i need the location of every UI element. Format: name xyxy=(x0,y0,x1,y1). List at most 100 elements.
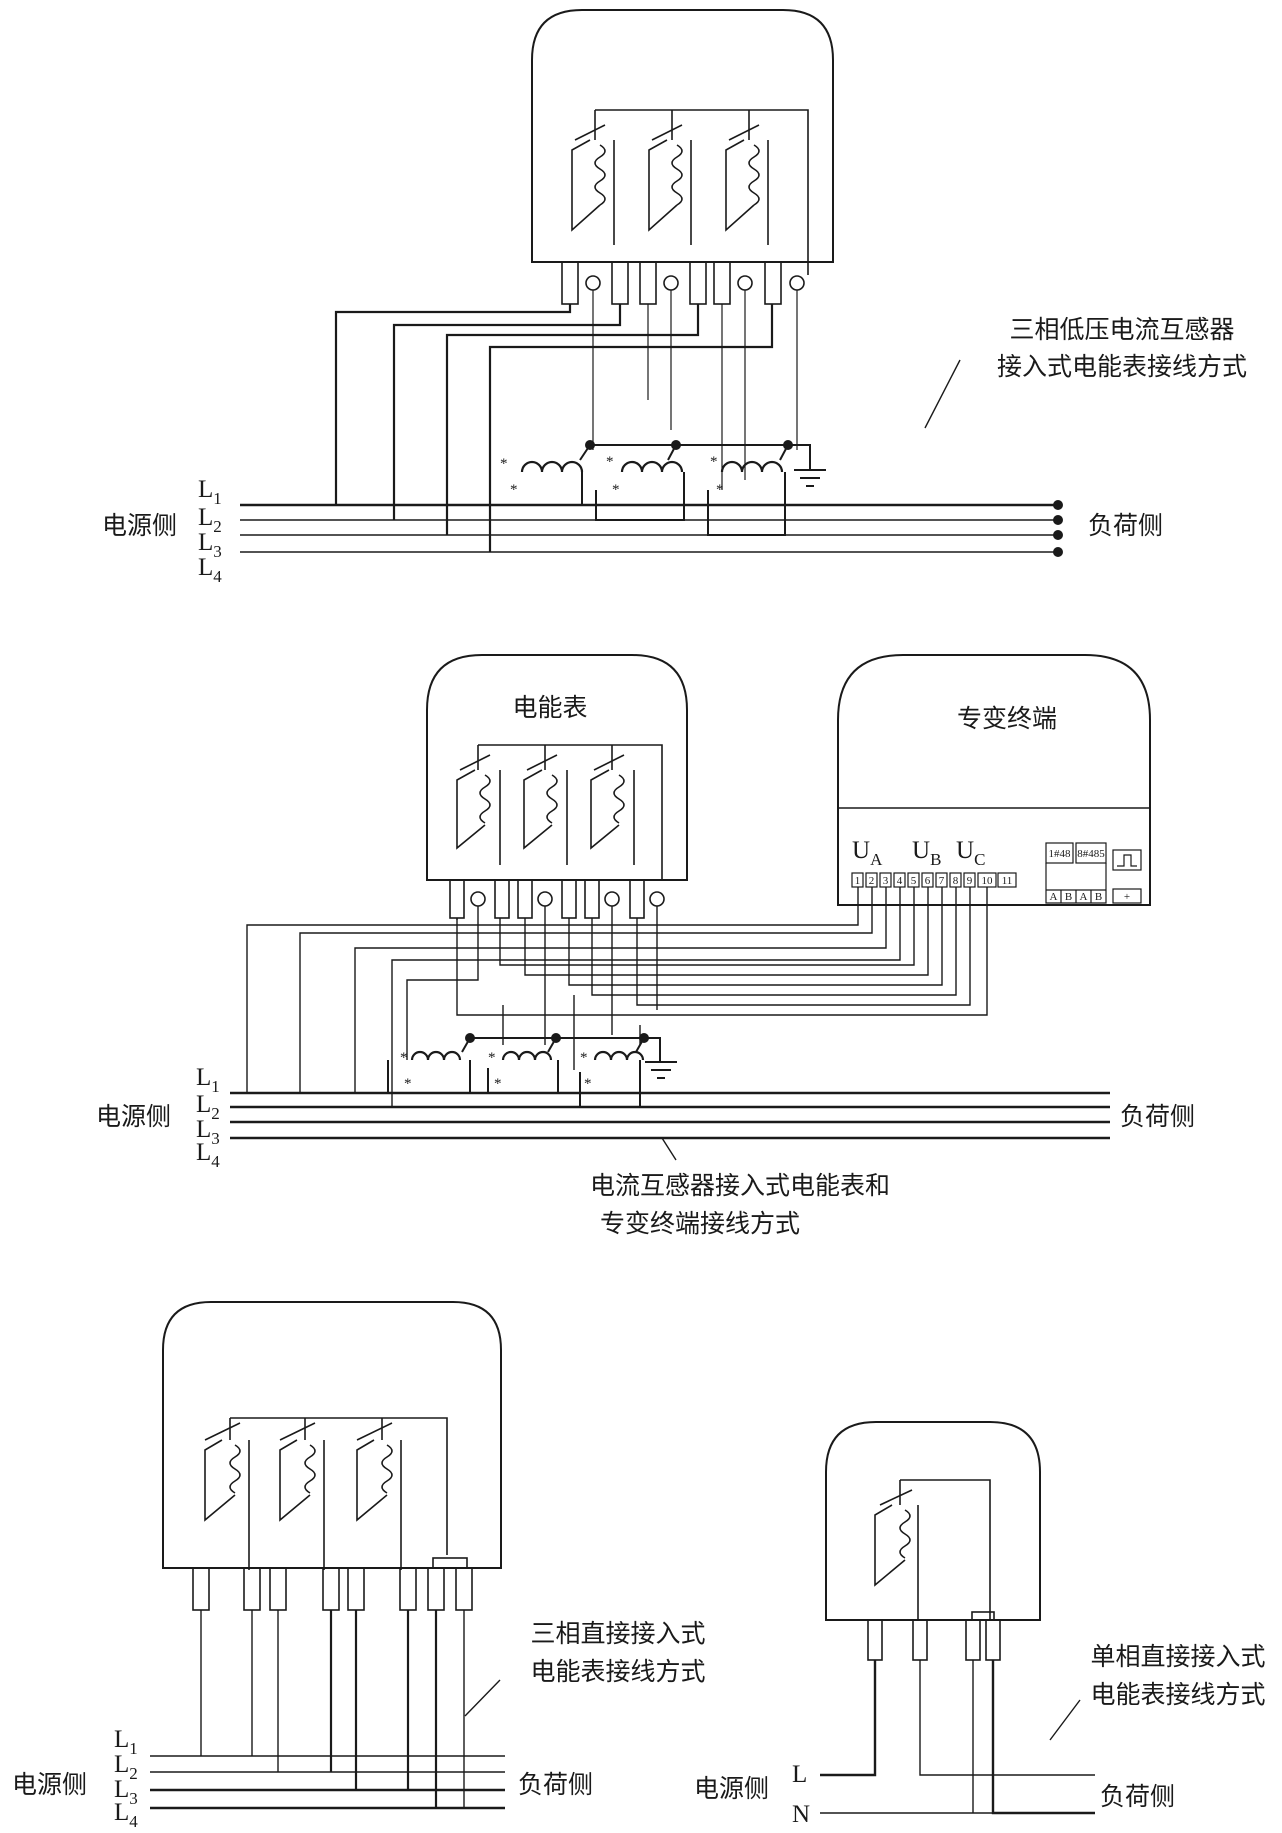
diagram-ct-meter: * * * * * * xyxy=(240,9,1063,557)
current-transformers: * * * * * * xyxy=(387,1050,645,1108)
terminal-number: 9 xyxy=(967,875,973,887)
meter-elements xyxy=(204,1417,448,1570)
line-label-l3: L3 xyxy=(198,529,222,561)
current-transformers: * * * * * * xyxy=(489,454,786,536)
port-label-rs485-2: 8#485 xyxy=(1077,848,1105,860)
line-label-l: L xyxy=(792,1761,807,1788)
diagram-2-source-label: 电源侧 xyxy=(96,1102,171,1131)
terminal-wiring xyxy=(246,887,988,1107)
svg-text:*: * xyxy=(404,1076,412,1092)
meter-terminal-block xyxy=(449,879,665,919)
port-label-rs485-1: 1#48 xyxy=(1049,848,1072,860)
terminal-number: 7 xyxy=(939,875,945,887)
meter-elements xyxy=(571,109,809,275)
meter-leads xyxy=(200,1610,465,1808)
terminal-number: 4 xyxy=(897,875,903,887)
terminal-number: 2 xyxy=(869,875,875,887)
line-label-l1: L1 xyxy=(198,476,222,508)
ct-3 xyxy=(707,460,786,536)
meter-elements xyxy=(456,744,663,880)
meter-label: 电能表 xyxy=(512,693,587,722)
svg-text:*: * xyxy=(716,482,724,498)
diagram-3-line-labels: L1 L2 L3 L4 xyxy=(114,1726,138,1831)
diagram-1-source-label: 电源侧 xyxy=(102,511,177,540)
line-label-l2: L2 xyxy=(114,1751,138,1783)
meter-element-3 xyxy=(590,745,635,865)
diagram-1-caption-line-2: 接入式电能表接线方式 xyxy=(997,352,1247,381)
diagram-2-line-labels: L1 L2 L3 L4 xyxy=(196,1064,220,1171)
ground-icon xyxy=(645,1061,677,1079)
terminal-number: 11 xyxy=(1002,875,1013,887)
caption-leader xyxy=(661,1137,677,1161)
voltage-label-uc: UC xyxy=(956,837,985,869)
mains-lines xyxy=(150,1755,505,1810)
svg-text:*: * xyxy=(710,454,718,470)
svg-text:*: * xyxy=(494,1076,502,1092)
ground-icon xyxy=(794,469,826,487)
port-pin: + xyxy=(1124,891,1130,903)
port-pin: A xyxy=(1050,891,1058,903)
terminal-number: 1 xyxy=(855,875,861,887)
meter-element-2 xyxy=(279,1418,325,1570)
line-label-n: N xyxy=(792,1801,810,1828)
svg-text:*: * xyxy=(500,456,508,472)
line-label-l4: L4 xyxy=(196,1139,220,1171)
terminal-housing xyxy=(837,654,1151,906)
svg-text:*: * xyxy=(510,482,518,498)
svg-text:*: * xyxy=(488,1050,496,1066)
meter-housing xyxy=(825,1421,1041,1621)
diagram-1-caption-line-1: 三相低压电流互感器 xyxy=(1009,315,1234,344)
voltage-labels: UA UB UC xyxy=(852,837,985,869)
port-labels: 1#48 8#485 A B A B + xyxy=(1049,848,1131,903)
port-pin: B xyxy=(1095,891,1102,903)
diagram-4-source-label: 电源侧 xyxy=(694,1774,769,1803)
diagram-3-caption-line-1: 三相直接接入式 xyxy=(530,1619,705,1648)
ct-2 xyxy=(595,460,685,521)
meter-housing xyxy=(162,1301,502,1569)
ct-common-ground xyxy=(579,440,826,487)
meter-leads xyxy=(334,290,798,552)
text-layer: 三相低压电流互感器 接入式电能表接线方式 电源侧 负荷侧 L1 L2 L3 L4… xyxy=(12,315,1266,1831)
terminal-number: 8 xyxy=(953,875,959,887)
svg-text:*: * xyxy=(400,1050,408,1066)
svg-text:*: * xyxy=(606,454,614,470)
line-label-l2: L2 xyxy=(196,1091,220,1123)
diagram-2-caption-line-1: 电流互感器接入式电能表和 xyxy=(590,1171,890,1200)
meter-element xyxy=(874,1479,991,1620)
caption-leader xyxy=(464,1679,501,1717)
diagram-4-caption-line-2: 电能表接线方式 xyxy=(1090,1680,1265,1709)
terminal-number: 3 xyxy=(883,875,889,887)
diagram-direct-single-phase xyxy=(820,1421,1095,1815)
meter-terminal-block xyxy=(192,1557,473,1611)
voltage-label-ua: UA xyxy=(852,837,883,869)
line-label-l2: L2 xyxy=(198,504,222,536)
line-label-l4: L4 xyxy=(198,554,222,586)
voltage-label-ub: UB xyxy=(912,837,941,869)
line-label-l1: L1 xyxy=(196,1064,220,1096)
svg-text:*: * xyxy=(580,1050,588,1066)
diagram-direct-three-phase xyxy=(150,1301,505,1810)
meter-leads xyxy=(820,1660,1095,1815)
port-pin: B xyxy=(1065,891,1072,903)
diagram-1-line-labels: L1 L2 L3 L4 xyxy=(198,476,222,586)
diagram-2-load-label: 负荷侧 xyxy=(1120,1102,1195,1131)
diagram-2-caption-line-2: 专变终端接线方式 xyxy=(600,1209,800,1238)
meter-element-1 xyxy=(571,110,615,245)
diagram-1-load-label: 负荷侧 xyxy=(1088,511,1163,540)
meter-housing xyxy=(426,654,688,881)
caption-leader xyxy=(1049,1699,1081,1741)
diagram-4-caption-line-1: 单相直接接入式 xyxy=(1090,1642,1265,1671)
terminal-numbers: 1 2 3 4 5 6 7 8 9 10 11 xyxy=(855,875,1013,887)
mains-lines xyxy=(230,1091,1110,1140)
terminal-number: 10 xyxy=(982,875,994,887)
caption-leader xyxy=(924,359,961,429)
svg-text:*: * xyxy=(584,1076,592,1092)
meter-terminal-block xyxy=(561,261,805,305)
svg-text:*: * xyxy=(612,482,620,498)
diagram-4-load-label: 负荷侧 xyxy=(1100,1782,1175,1811)
meter-element-3 xyxy=(356,1418,402,1570)
meter-element-3 xyxy=(725,110,769,245)
terminal-number: 5 xyxy=(911,875,917,887)
meter-element-1 xyxy=(456,745,501,865)
